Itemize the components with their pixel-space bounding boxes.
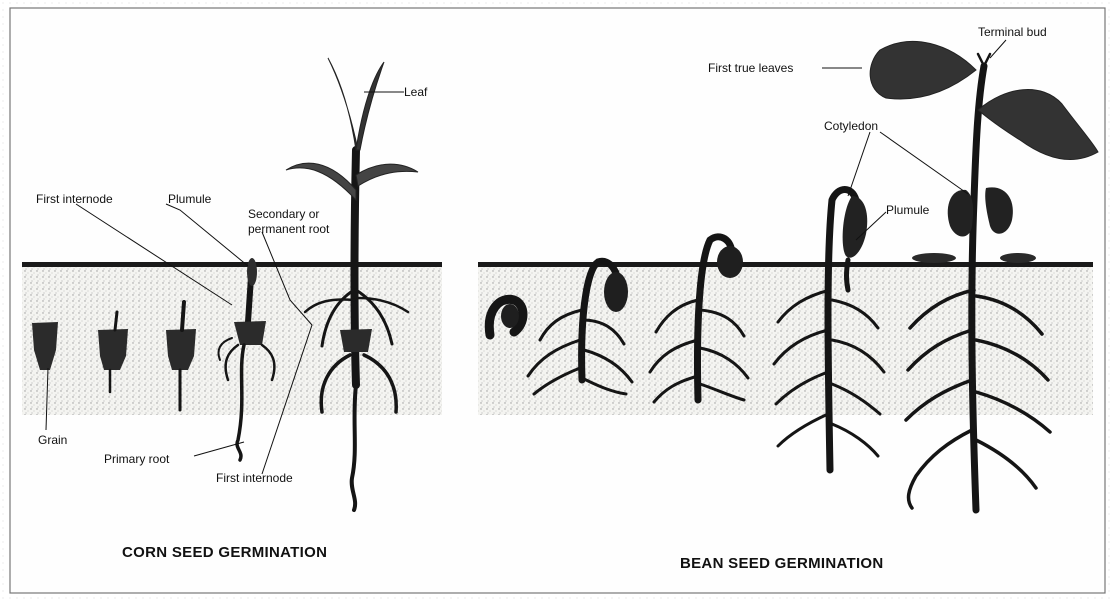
bean-ground-line — [478, 262, 1093, 267]
corn-label-secondary-root-1: Secondary or — [248, 207, 319, 221]
bean-label-first-true-leaves: First true leaves — [708, 61, 793, 75]
corn-label-first-internode-top: First internode — [36, 192, 113, 206]
corn-label-leaf: Leaf — [404, 85, 428, 99]
corn-label-secondary-root-2: permanent root — [248, 222, 330, 236]
corn-label-grain: Grain — [38, 433, 67, 447]
bean-label-terminal-bud: Terminal bud — [978, 25, 1047, 39]
corn-label-plumule: Plumule — [168, 192, 212, 206]
bean-label-cotyledon: Cotyledon — [824, 119, 878, 133]
bean-caption: BEAN SEED GERMINATION — [680, 555, 884, 572]
bean-label-plumule: Plumule — [886, 203, 930, 217]
corn-label-primary-root: Primary root — [104, 452, 170, 466]
corn-ground-line — [22, 262, 442, 267]
bean-soil — [478, 265, 1093, 415]
corn-caption: CORN SEED GERMINATION — [122, 544, 327, 561]
corn-soil — [22, 265, 442, 415]
corn-label-first-internode-bottom: First internode — [216, 471, 293, 485]
